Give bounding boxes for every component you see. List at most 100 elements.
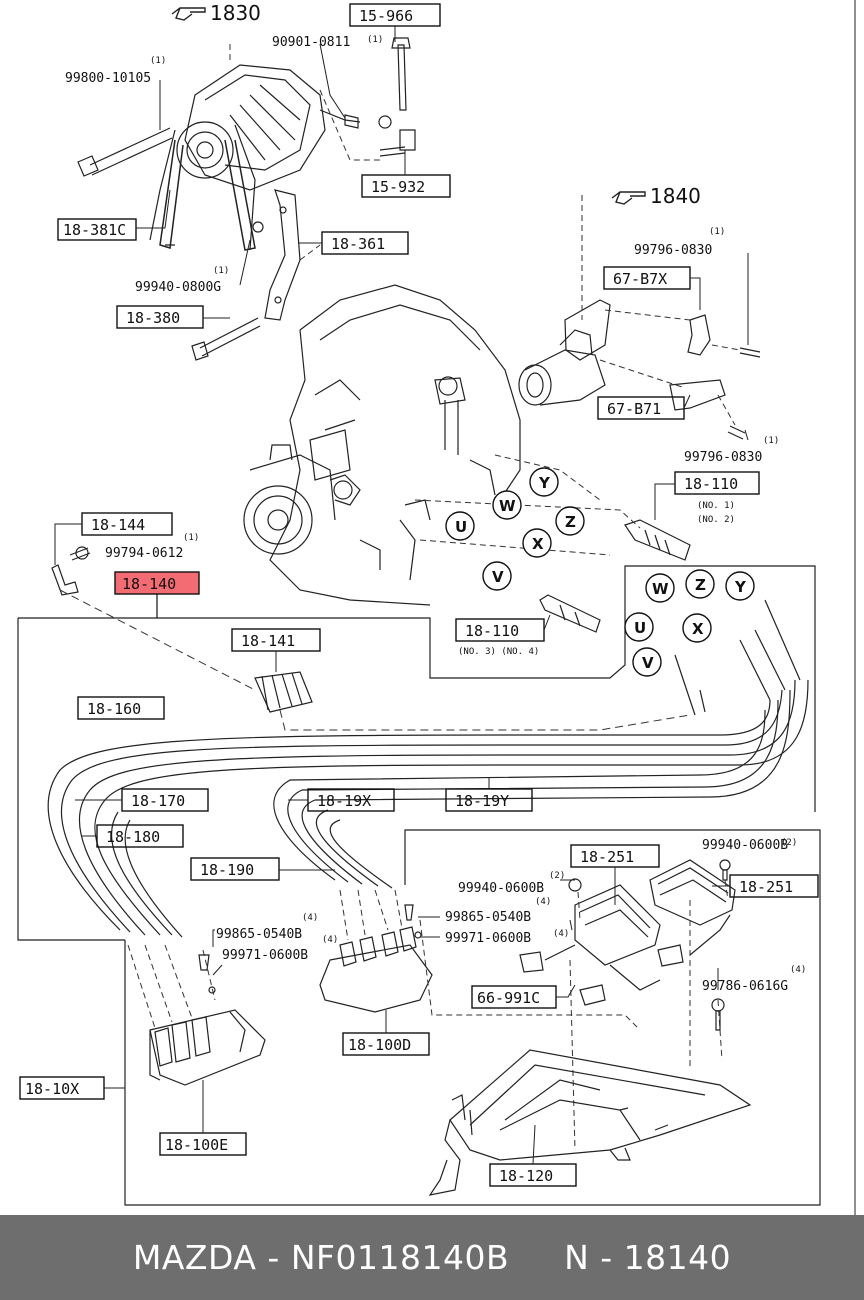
pn-99794-0612: 99794-0612 [105, 546, 183, 561]
pn-99796-0830-lower: 99796-0830 [684, 450, 762, 465]
label-18-251-right: 18-251 [739, 878, 793, 896]
pn-99865-0540b-right: 99865-0540B [445, 910, 531, 925]
module-bolt [711, 998, 725, 1031]
footer-bar: MAZDA - NF0118140B N - 18140 [0, 1215, 864, 1300]
label-18-120: 18-120 [499, 1167, 553, 1185]
marker-y-1: Y [538, 474, 551, 492]
ignition-coil-d [319, 926, 433, 1013]
ignition-coil-e [149, 1009, 266, 1086]
hand-pointing-icon [171, 7, 206, 21]
mounting-bracket [428, 1049, 752, 1196]
label-18-19y: 18-19Y [455, 792, 509, 810]
label-18-10x: 18-10X [25, 1080, 79, 1098]
pn-99786-0616g: 99786-0616G [702, 979, 788, 994]
label-67-b71: 67-B71 [607, 400, 661, 418]
position-markers [445, 467, 755, 677]
label-18-361: 18-361 [331, 235, 385, 253]
module-251-left [519, 884, 661, 1006]
coil-leaders [127, 889, 641, 1031]
footer-separator: - [256, 1238, 291, 1277]
spark-plug-lower [539, 594, 601, 633]
marker-u-2: U [634, 619, 646, 637]
marker-w-1: W [499, 497, 516, 515]
qty-99971-left: (4) [322, 935, 338, 945]
label-67-b7x: 67-B7X [613, 270, 667, 288]
pn-99865-0540b-left: 99865-0540B [216, 927, 302, 942]
pn-99940-0600b-left: 99940-0600B [458, 881, 544, 896]
footer-gap [509, 1238, 564, 1277]
label-18-140-highlighted: 18-140 [122, 575, 176, 593]
label-15-966: 15-966 [359, 7, 413, 25]
high-tension-leads [47, 599, 809, 938]
qty-99796-upper: (1) [709, 227, 725, 237]
qty-99800: (1) [150, 56, 166, 66]
marker-v-2: V [642, 654, 654, 672]
marker-z-1: Z [565, 513, 576, 531]
qty-99865-right: (4) [535, 897, 551, 907]
note-no1: (NO. 1) [697, 501, 735, 511]
adjust-bolt [191, 221, 264, 361]
qty-99971-right: (4) [553, 929, 569, 939]
marker-v-1: V [492, 568, 504, 586]
label-18-141: 18-141 [241, 632, 295, 650]
alternator-bolt [77, 127, 173, 177]
fixing-bolts [344, 37, 416, 157]
clamp-leaders [59, 589, 691, 731]
pn-99940-0600b-right: 99940-0600B [702, 838, 788, 853]
qty-99794: (1) [183, 533, 199, 543]
alternator-leaders [229, 40, 380, 261]
label-15-932: 15-932 [371, 178, 425, 196]
label-texts: 15-966 15-932 18-381C 18-361 18-380 67-B… [25, 7, 793, 1185]
marker-x-1: X [532, 535, 544, 553]
qty-99865-left: (4) [302, 913, 318, 923]
note-no2: (NO. 2) [697, 515, 735, 525]
qty-99940-0800g: (1) [213, 266, 229, 276]
pn-90901-0811: 90901-0811 [272, 35, 350, 50]
pn-99796-0830-upper: 99796-0830 [634, 243, 712, 258]
label-18-170: 18-170 [131, 792, 185, 810]
qty-99796-lower: (1) [763, 436, 779, 446]
pn-99940-0800g: 99940-0800G [135, 280, 221, 295]
qty-90901: (1) [367, 35, 383, 45]
label-18-380: 18-380 [126, 309, 180, 327]
assembly-frame-lines [17, 565, 821, 1206]
pn-99971-0600b-left: 99971-0600B [222, 948, 308, 963]
alternator-bracket [264, 189, 301, 321]
alternator-illustration [149, 64, 361, 251]
pn-99971-0600b-right: 99971-0600B [445, 931, 531, 946]
qty-99786: (4) [790, 965, 806, 975]
module-leaders [569, 879, 729, 1151]
footer-brand: MAZDA [132, 1238, 257, 1277]
footer-reference: N - 18140 [564, 1238, 732, 1277]
label-66-991c: 66-991C [477, 989, 540, 1007]
coil-bracket [51, 546, 91, 596]
label-18-190: 18-190 [200, 861, 254, 879]
wire-clamp [254, 671, 313, 713]
pn-99800-10105: 99800-10105 [65, 71, 151, 86]
footer-part-number: NF0118140B [290, 1238, 510, 1277]
qty-99940-0600b-left: (2) [549, 871, 565, 881]
qty-99940-0600b-right: (2) [781, 838, 797, 848]
callout-1830: 1830 [210, 1, 261, 25]
callout-1840: 1840 [650, 184, 701, 208]
label-18-110-lower: 18-110 [465, 622, 519, 640]
module-251-right [568, 859, 736, 967]
spark-plug-upper [624, 519, 691, 561]
hand-pointing-icon [611, 191, 646, 205]
label-18-100e: 18-100E [165, 1136, 228, 1154]
label-18-144: 18-144 [91, 516, 145, 534]
coil-bolts [198, 904, 422, 994]
label-18-110-upper: 18-110 [684, 475, 738, 493]
starter-leaders [581, 195, 741, 426]
marker-y-2: Y [734, 578, 747, 596]
label-18-180: 18-180 [106, 828, 160, 846]
marker-w-2: W [652, 580, 669, 598]
label-18-100d: 18-100D [348, 1036, 411, 1054]
label-18-160: 18-160 [87, 700, 141, 718]
label-18-381c: 18-381C [63, 221, 126, 239]
label-18-19x: 18-19X [317, 792, 371, 810]
plug-position-leaders [414, 454, 641, 556]
marker-x-2: X [692, 620, 704, 638]
starter-illustration [518, 299, 761, 440]
label-18-251-left: 18-251 [580, 848, 634, 866]
